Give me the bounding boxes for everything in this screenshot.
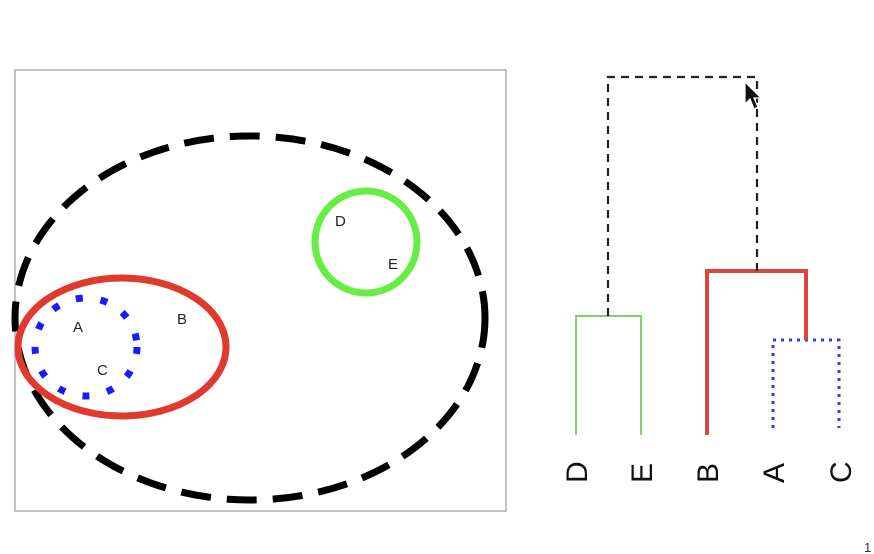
dendro-branch-ac <box>771 338 841 428</box>
cluster-de-circle <box>311 187 421 297</box>
cursor-icon <box>744 80 763 110</box>
point-label-b: B <box>177 311 187 328</box>
cluster-ac-circle <box>31 294 141 400</box>
scatter-panel-frame <box>14 69 507 512</box>
point-label-d: D <box>335 213 346 230</box>
leaf-label-d: D <box>561 461 594 483</box>
dendro-branch-root <box>606 75 759 316</box>
dendro-branch-abc <box>705 269 808 435</box>
dendro-branch-de <box>575 315 642 435</box>
page-number: 1 <box>864 540 871 554</box>
cluster-all-ellipse <box>11 132 489 504</box>
leaf-label-b: B <box>692 463 725 483</box>
cluster-abc-ellipse <box>14 274 230 420</box>
leaf-label-a: A <box>758 463 791 483</box>
point-label-a: A <box>73 319 83 336</box>
point-label-e: E <box>388 256 398 273</box>
leaf-label-c: C <box>825 461 858 483</box>
point-label-c: C <box>97 362 108 379</box>
leaf-label-e: E <box>626 463 659 483</box>
